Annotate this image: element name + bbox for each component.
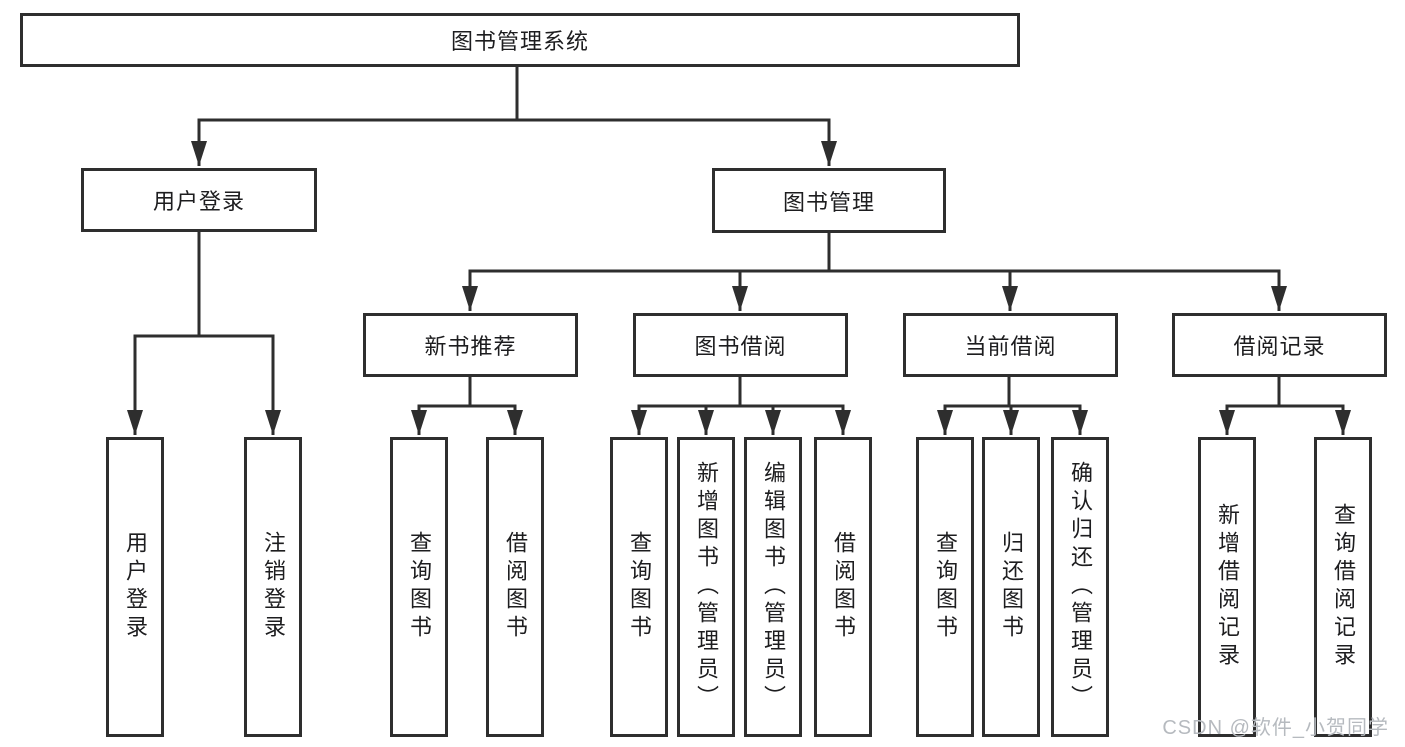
leaf-label: 借阅图书 [831, 531, 856, 643]
leaf-return-book: 归还图书 [982, 437, 1040, 737]
node-label: 图书管理系统 [450, 29, 589, 54]
leaf-edit-book-admin: 编辑图书（管理员） [744, 437, 802, 737]
node-label: 图书管理 [782, 189, 875, 215]
leaf-label: 归还图书 [999, 531, 1024, 643]
leaf-borrow-books-recommend: 借阅图书 [486, 437, 544, 737]
branch-user-login [127, 232, 281, 435]
leaf-confirm-return-admin: 确认归还（管理员） [1051, 437, 1109, 737]
node-label: 用户登录 [152, 189, 245, 214]
branch-book-borrow [631, 377, 851, 435]
leaf-label: 查询图书 [933, 531, 958, 643]
node-label: 新书推荐 [424, 334, 517, 359]
leaf-add-borrow-record: 新增借阅记录 [1198, 437, 1256, 737]
leaf-borrow-books: 借阅图书 [814, 437, 872, 737]
node-label: 借阅记录 [1233, 334, 1326, 359]
leaf-label: 查询借阅记录 [1331, 503, 1356, 671]
leaf-label: 确认归还（管理员） [1068, 461, 1093, 713]
node-label: 当前借阅 [964, 334, 1057, 359]
leaf-label: 借阅图书 [503, 531, 528, 643]
node-book-borrow: 图书借阅 [633, 313, 848, 377]
leaf-logout-login: 注销登录 [244, 437, 302, 737]
leaf-add-book-admin: 新增图书（管理员） [677, 437, 735, 737]
leaf-label: 注销登录 [261, 531, 286, 643]
leaf-label: 查询图书 [407, 531, 432, 643]
branch-borrow-records [1219, 377, 1351, 435]
leaf-query-books-current: 查询图书 [916, 437, 974, 737]
leaf-label: 新增借阅记录 [1215, 503, 1240, 671]
leaf-query-books-recommend: 查询图书 [390, 437, 448, 737]
node-book-management: 图书管理 [712, 168, 946, 233]
leaf-label: 新增图书（管理员） [694, 461, 719, 713]
leaf-label: 编辑图书（管理员） [761, 461, 786, 713]
node-borrow-records: 借阅记录 [1172, 313, 1387, 377]
node-current-borrow: 当前借阅 [903, 313, 1118, 377]
leaf-user-login: 用户登录 [106, 437, 164, 737]
branch-new-book [411, 377, 523, 435]
leaf-query-borrow-record: 查询借阅记录 [1314, 437, 1372, 737]
node-new-book-recommend: 新书推荐 [363, 313, 578, 377]
node-user-login: 用户登录 [81, 168, 317, 232]
branch-book-management [462, 233, 1287, 311]
leaf-label: 查询图书 [627, 531, 652, 643]
branch-current-borrow [937, 377, 1088, 435]
node-root-system: 图书管理系统 [20, 13, 1020, 67]
branch-root [191, 67, 837, 166]
node-label: 图书借阅 [694, 334, 787, 359]
leaf-label: 用户登录 [123, 531, 148, 643]
leaf-query-books-borrow: 查询图书 [610, 437, 668, 737]
csdn-watermark: CSDN @软件_小贺同学 [1162, 717, 1389, 739]
